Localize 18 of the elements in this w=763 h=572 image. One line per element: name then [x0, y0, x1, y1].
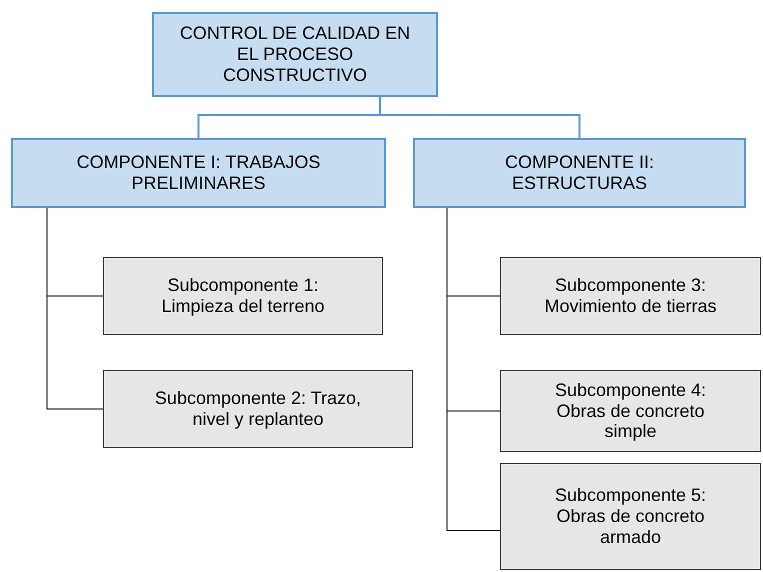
connector-line: [379, 97, 580, 138]
subcomponent-box: [500, 463, 761, 570]
box-label: Subcomponente 5: Obras de concreto armado: [554, 485, 708, 548]
component-box: [11, 138, 386, 208]
box-label: Subcomponente 1: Limpieza del terreno: [160, 275, 326, 317]
box-label: Subcomponente 2: Trazo, nivel y replanteo: [154, 388, 362, 430]
subcomponent-box: [500, 370, 761, 452]
box-label: COMPONENTE II: ESTRUCTURAS: [504, 152, 655, 194]
subcomponent-box: [500, 257, 761, 335]
box-label: Subcomponente 4: Obras de concreto simple: [554, 380, 708, 442]
title-box: [152, 12, 438, 97]
box-label: COMPONENTE I: TRABAJOS PRELIMINARES: [76, 152, 322, 194]
subcomponent-box: [103, 257, 383, 335]
box-label: CONTROL DE CALIDAD EN EL PROCESO CONSTRUCTIVO: [178, 23, 412, 86]
component-box: [413, 138, 746, 208]
connector-line: [46, 208, 104, 410]
box-label: Subcomponente 3: Movimiento de tierras: [543, 275, 718, 317]
subcomponent-box: [103, 370, 413, 448]
